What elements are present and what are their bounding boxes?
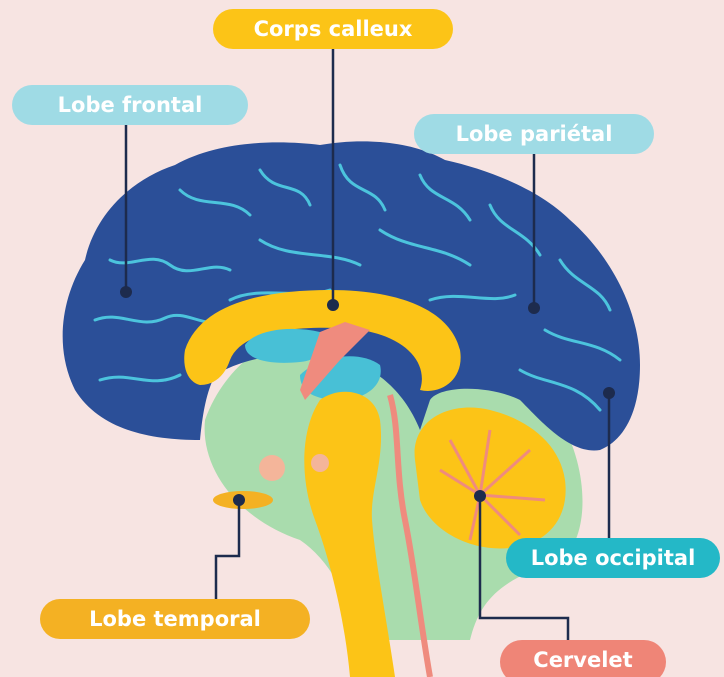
label-lobe-frontal: Lobe frontal bbox=[12, 85, 248, 125]
label-lobe-occipital: Lobe occipital bbox=[506, 538, 720, 578]
label-corps-calleux: Corps calleux bbox=[213, 9, 453, 49]
label-lobe-temporal: Lobe temporal bbox=[40, 599, 310, 639]
nucleus bbox=[311, 454, 329, 472]
nucleus bbox=[259, 455, 285, 481]
label-lobe-parietal: Lobe pariétal bbox=[414, 114, 654, 154]
label-cervelet: Cervelet bbox=[500, 640, 666, 677]
